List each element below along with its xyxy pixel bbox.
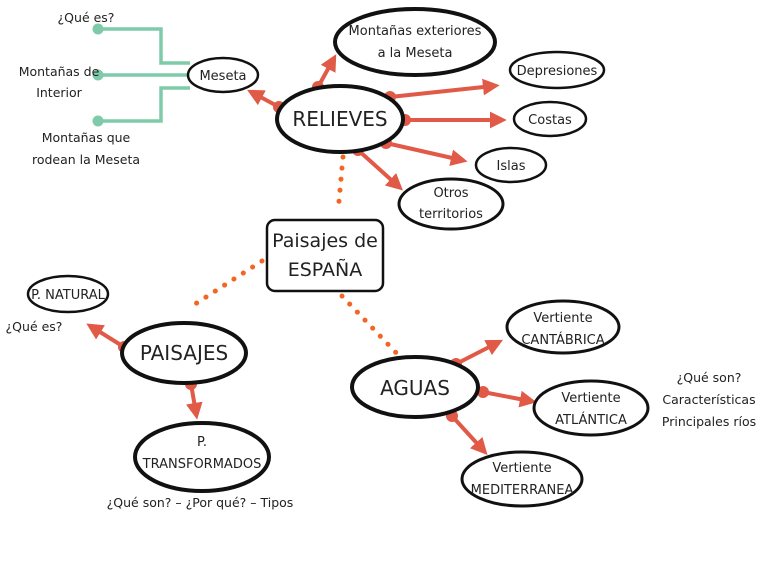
node-paisajes-shape[interactable]	[120, 321, 248, 385]
relieves-label: RELIEVES	[292, 107, 387, 131]
otros-line1: Otros	[433, 186, 468, 201]
arrow-relieves-depresiones	[389, 78, 500, 99]
aguas-note-1: ¿Qué son?	[677, 370, 742, 385]
connector-dot	[92, 115, 104, 127]
connector-que-es	[98, 27, 190, 65]
meseta-subtopic-montanas-interior-2: Interior	[36, 85, 82, 100]
otros-line2: territorios	[419, 207, 483, 222]
montanas-exteriores-line2: a la Meseta	[378, 46, 453, 61]
arrow-paisajes-natural	[86, 323, 126, 349]
transformados-note: ¿Qué son? – ¿Por qué? – Tipos	[107, 495, 294, 510]
meseta-subtopic-montanas-interior-1: Montañas de	[19, 64, 100, 79]
connector-dot	[92, 23, 104, 35]
cantabrica-line2: CANTÁBRICA	[521, 332, 604, 348]
arrow-aguas-mediterranea	[450, 414, 488, 455]
islas-label: Islas	[497, 159, 526, 174]
central-title-line1: Paisajes de	[272, 230, 378, 252]
dotted-link-aguas	[339, 293, 406, 363]
node-depresiones-shape[interactable]	[508, 50, 606, 90]
node-aguas-shape[interactable]	[350, 355, 480, 419]
dotted-link-paisajes	[186, 258, 265, 311]
depresiones-label: Depresiones	[517, 64, 598, 79]
meseta-connectors	[98, 27, 190, 123]
node-transformados-shape[interactable]	[133, 421, 271, 493]
node-mediterranea-shape[interactable]	[460, 450, 584, 508]
paisajes-label: PAISAJES	[140, 341, 228, 365]
natural-note: ¿Qué es?	[6, 319, 63, 334]
central-title-line2: ESPAÑA	[288, 258, 363, 281]
node-cantabrica-shape[interactable]	[505, 299, 621, 355]
node-natural-shape[interactable]	[26, 274, 110, 314]
arrow-aguas-cantabrica	[455, 339, 503, 366]
node-atlantica-shape[interactable]	[532, 379, 650, 437]
central-node-box[interactable]	[265, 218, 385, 293]
mediterranea-line2: MEDITERRANEA	[471, 483, 574, 498]
arrow-aguas-atlantica	[482, 390, 537, 408]
arrow-relieves-islas	[385, 141, 468, 166]
transformados-line1: P.	[197, 435, 207, 450]
montanas-exteriores-line1: Montañas exteriores	[349, 24, 482, 39]
node-relieves-shape[interactable]	[275, 84, 405, 154]
aguas-label: AGUAS	[380, 376, 450, 400]
arrow-relieves-otros	[356, 148, 403, 191]
atlantica-line1: Vertiente	[561, 391, 620, 406]
dotted-links	[186, 154, 406, 363]
transformados-line2: TRANSFORMADOS	[142, 457, 262, 472]
node-otros-shape[interactable]	[397, 177, 505, 231]
costas-label: Costas	[528, 113, 572, 128]
meseta-label: Meseta	[199, 69, 246, 84]
node-montanas-shape[interactable]	[333, 7, 497, 77]
aguas-note-3: Principales ríos	[662, 414, 756, 429]
mediterranea-line1: Vertiente	[492, 461, 551, 476]
cantabrica-line1: Vertiente	[533, 311, 592, 326]
node-islas-shape[interactable]	[474, 146, 548, 184]
natural-label: P. NATURAL	[31, 288, 106, 303]
connector-dot	[92, 69, 104, 81]
aguas-note-2: Características	[662, 392, 755, 407]
atlantica-line2: ATLÁNTICA	[555, 412, 627, 428]
connector-montanas-rodean	[98, 86, 190, 123]
node-meseta-shape[interactable]	[186, 56, 260, 94]
node-costas-shape[interactable]	[512, 100, 588, 138]
meseta-subtopic-montanas-rodean-2: rodean la Meseta	[32, 152, 140, 167]
dotted-link-relieves	[335, 154, 346, 215]
meseta-subtopic-montanas-rodean-1: Montañas que	[42, 130, 131, 145]
meseta-subtopic-que-es: ¿Qué es?	[58, 10, 115, 25]
